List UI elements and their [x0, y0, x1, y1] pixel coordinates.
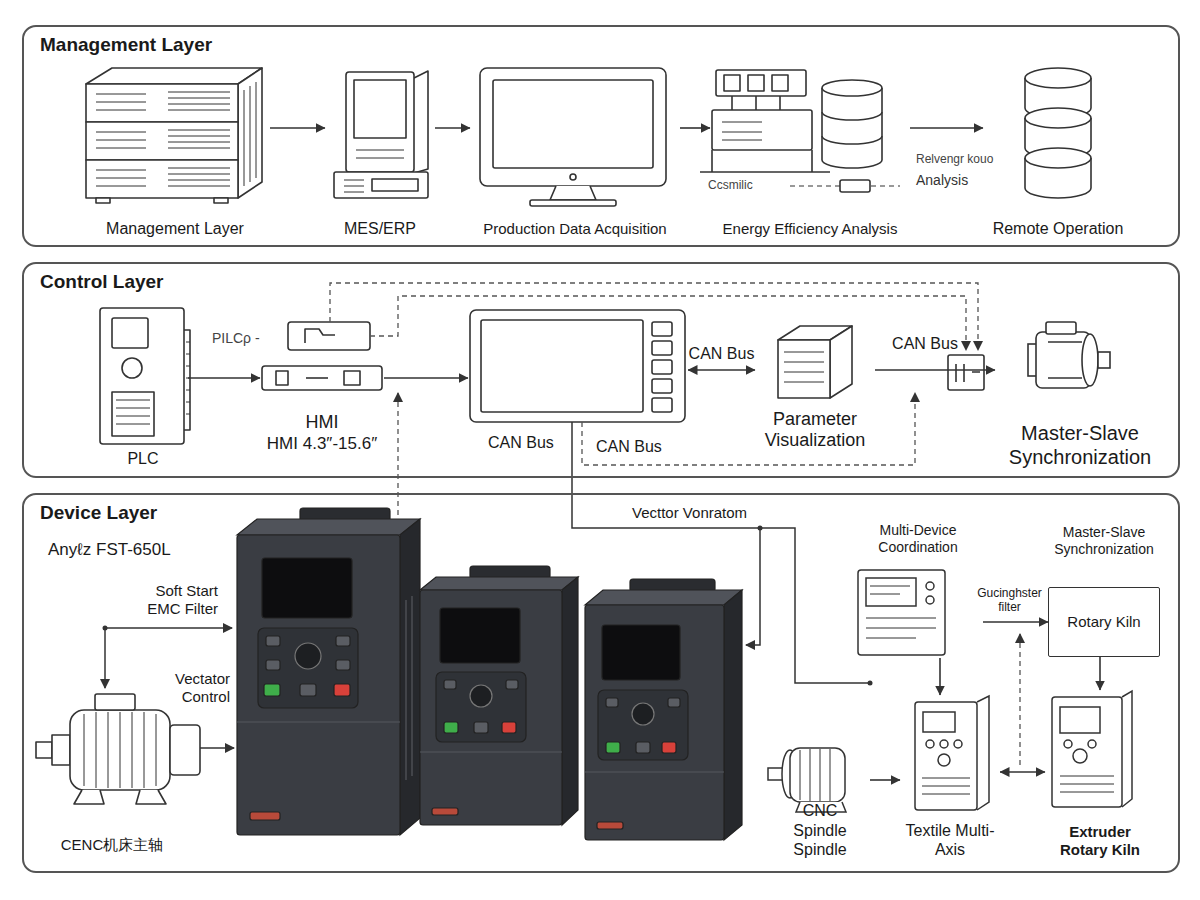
motor-node: CENC机床主轴 [37, 690, 187, 858]
extruder-node: Extruder Rotary Kiln [1045, 690, 1155, 863]
hmi-screen [470, 310, 685, 422]
node-label: CNC Spindle Spindle [774, 801, 866, 859]
energy-icon [700, 70, 900, 192]
plc-node: PLC [98, 300, 188, 472]
connector [875, 369, 995, 371]
node-label: PLC [127, 449, 158, 468]
node-label: Production Data Acquisition [483, 220, 666, 238]
connector [910, 127, 983, 129]
connector [939, 658, 941, 695]
connector [983, 621, 1048, 623]
server-node: Management Layer [80, 62, 270, 242]
textile-node: Textile Multi-Axis [900, 695, 1000, 863]
connector [680, 127, 710, 129]
connector [435, 127, 470, 129]
layer-title: Management Layer [40, 34, 212, 57]
node-label: HMI 4.3″-15.6″ [267, 434, 377, 454]
annotation-label: Analysis [916, 172, 968, 189]
mes-node: MES/ERP [325, 62, 435, 242]
annotation-label: PILCρ - [212, 330, 260, 347]
edge-label: CAN Bus [687, 344, 757, 363]
node-label: Rotary Kiln [1067, 613, 1140, 631]
monitor-icon [480, 68, 666, 206]
motor-icon [36, 694, 200, 804]
spindle-motor [768, 748, 846, 812]
encoder-icon [948, 322, 1110, 390]
extruder-drive [1052, 691, 1132, 807]
node-heading: Master-Slave Synchronization [1039, 524, 1169, 558]
node-label: Multi-Device Coordination [857, 522, 979, 556]
node-label: MES/ERP [344, 219, 416, 238]
analysis-node: Energy Efficiency Analysis [710, 62, 910, 242]
node-label: Extruder Rotary Kiln [1049, 823, 1151, 859]
remote-node: Remote Operation [983, 62, 1133, 242]
drive-medium [420, 566, 578, 825]
connector [384, 377, 468, 379]
acquisition-node: Production Data Acquisition [470, 62, 680, 242]
annotation-label: Vectator Control [138, 670, 230, 706]
visualization-node: Parameter Visualization [755, 318, 875, 456]
hmi-node: HMIHMI 4.3″-15.6″ [260, 362, 384, 458]
annotation-label: Ccsmilic [708, 178, 753, 192]
drive-small [585, 579, 742, 840]
node-label: Master-Slave Synchronization [999, 421, 1161, 469]
module-icon [262, 322, 382, 390]
coordination-node: Multi-Device Coordination [853, 518, 983, 658]
annotation-label: CAN Bus [596, 437, 662, 456]
plc-icon [100, 308, 190, 444]
node-label: Parameter Visualization [759, 409, 871, 452]
spindle-node: CNC Spindle Spindle [770, 735, 870, 863]
sync-node: Master-Slave Synchronization [995, 318, 1165, 473]
connector [1000, 771, 1045, 773]
edge-label: Gucinghster filter [972, 586, 1048, 615]
layer-title: Device Layer [40, 502, 157, 525]
connector [188, 377, 260, 379]
annotation-label: Soft Start EMC Filter [128, 582, 218, 618]
annotation-label: Vecttor Vonratom [632, 504, 747, 522]
mes-icon [334, 71, 428, 198]
layer-title: Control Layer [40, 271, 164, 294]
connector [1099, 657, 1101, 690]
server-icon [86, 68, 262, 203]
node-label: HMI [306, 412, 339, 434]
connector [870, 779, 900, 781]
annotation-label: Relvengr kouo [916, 152, 993, 166]
screen-node: CAN Bus [468, 306, 688, 456]
connector [270, 127, 325, 129]
node-label: Remote Operation [993, 219, 1124, 238]
coordination-panel [858, 570, 945, 655]
node-label: CENC机床主轴 [61, 836, 164, 854]
connector [688, 369, 755, 371]
node-label: CAN Bus [488, 433, 554, 452]
node-label: Textile Multi-Axis [904, 821, 996, 859]
textile-drive [915, 696, 989, 810]
drive-large [237, 508, 420, 835]
cube-icon [778, 326, 852, 398]
database-icon [1025, 68, 1091, 198]
node-label: Energy Efficiency Analysis [723, 220, 898, 238]
node-label: Management Layer [106, 219, 244, 238]
layer-band: Management LayerManagement LayerMES/ERPP… [22, 25, 1180, 247]
kiln-box: Master-Slave SynchronizationRotary Kiln [1048, 587, 1160, 657]
edge-label: CAN Bus [890, 334, 960, 353]
annotation-label: Anyℓz FST-650L [48, 540, 171, 560]
bus-line [105, 422, 870, 748]
